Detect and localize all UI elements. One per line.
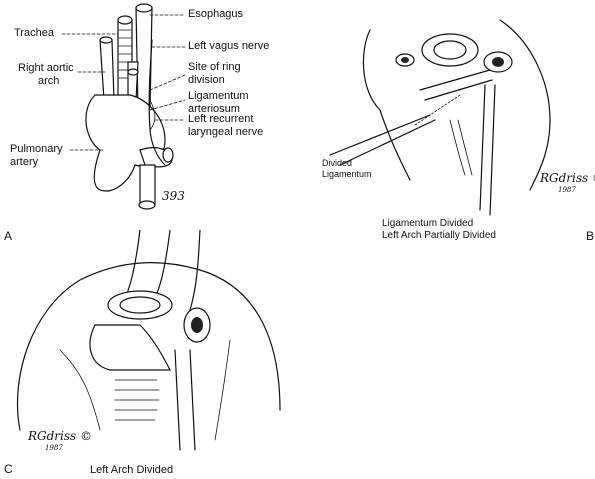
forceps-right xyxy=(479,84,496,216)
heart-shape xyxy=(85,94,166,192)
panel-c-drawing: RGdriss © 1987 xyxy=(16,230,281,452)
panel-b-caption: Ligamentum Divided Left Arch Partially D… xyxy=(382,218,496,241)
label-left-recurrent-laryngeal-nerve: Left recurrent laryngeal nerve xyxy=(188,113,264,138)
panel-c-signature: RGdriss © xyxy=(27,429,92,443)
label-pulmonary-artery: Pulmonary artery xyxy=(10,143,63,168)
panel-b: RGdriss © 1987 Divided Ligamentum Ligame… xyxy=(300,0,595,250)
panel-a-drawing: 393 xyxy=(61,3,186,210)
panel-b-letter: B xyxy=(586,229,595,243)
panel-b-signature-year: 1987 xyxy=(558,186,576,194)
panel-c-caption: Left Arch Divided xyxy=(90,464,174,476)
panel-a-signature: 393 xyxy=(162,189,185,203)
panel-a-letter: A xyxy=(4,229,13,243)
panel-a: 393 Esophagus Trachea Left vagus nerve R… xyxy=(0,0,300,245)
panel-c-letter: C xyxy=(4,462,13,476)
thumb-shape xyxy=(89,324,171,371)
divided-ligamentum-line xyxy=(329,114,436,166)
label-esophagus: Esophagus xyxy=(188,8,244,20)
panel-b-signature: RGdriss © xyxy=(539,171,595,185)
label-divided-ligamentum: Divided Ligamentum xyxy=(322,158,372,179)
panel-c-signature-year: 1987 xyxy=(45,444,63,452)
descending-aorta xyxy=(174,349,196,451)
trachea-rings xyxy=(114,369,160,421)
chest-outline xyxy=(16,261,281,431)
clamp-upper xyxy=(419,69,493,101)
label-trachea: Trachea xyxy=(14,27,54,39)
panel-c: RGdriss © 1987 Left Arch Divided C xyxy=(0,230,300,479)
label-left-vagus-nerve: Left vagus nerve xyxy=(188,40,270,52)
label-right-aortic-arch: Right aortic arch xyxy=(18,62,74,87)
chest-outline-right xyxy=(499,19,551,191)
panel-b-drawing: RGdriss © 1987 xyxy=(329,19,595,216)
chest-outline-left xyxy=(362,29,411,181)
label-ligamentum-arteriosum: Ligamentum arteriosum xyxy=(188,90,249,115)
label-site-of-ring-division: Site of ring division xyxy=(188,61,241,86)
